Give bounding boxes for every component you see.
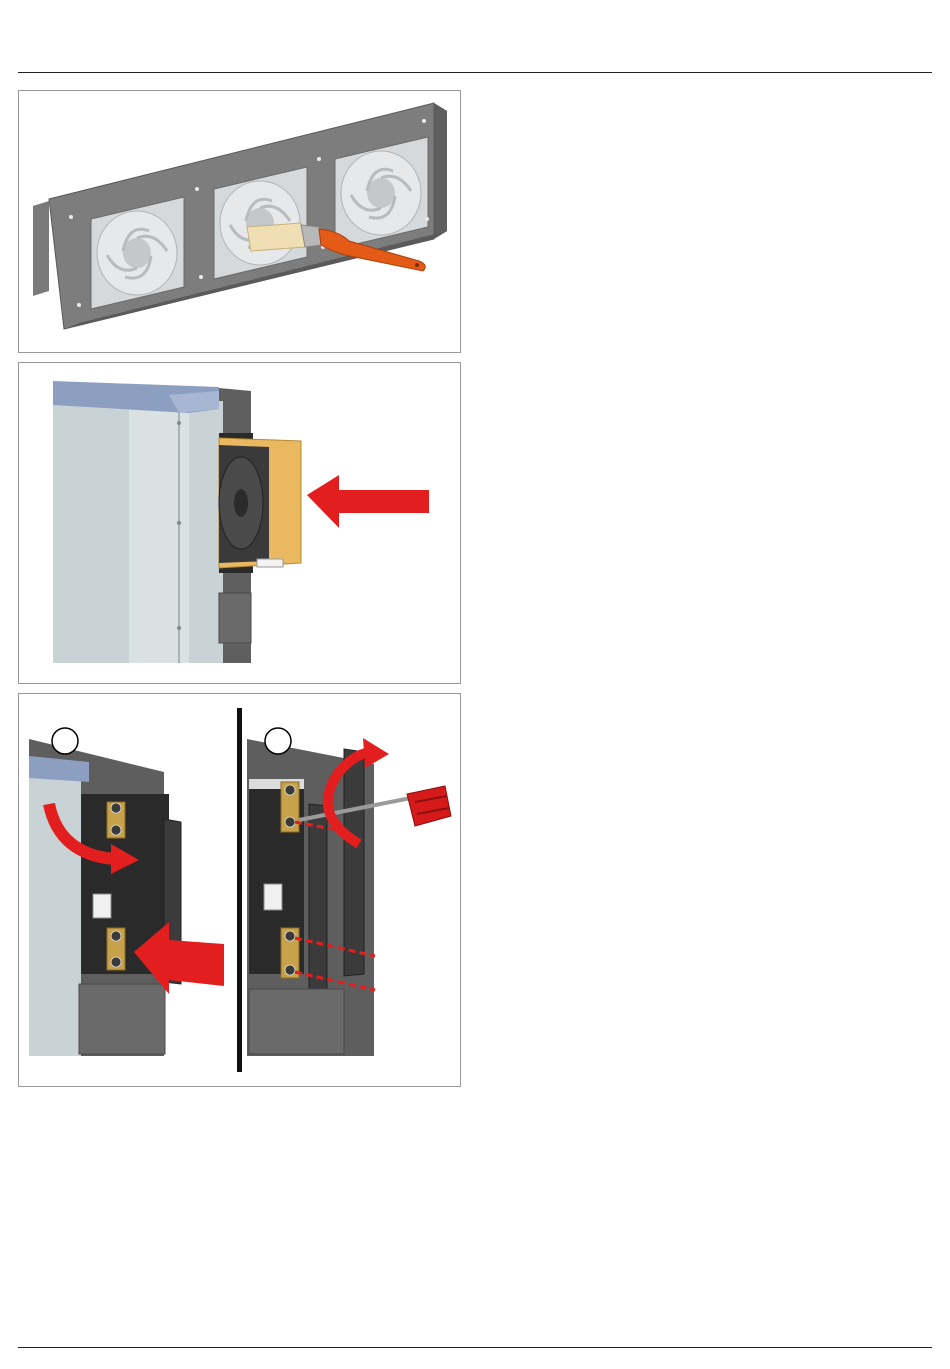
figure-fan-tray-cleaning	[18, 90, 461, 353]
footer-rule	[18, 1347, 932, 1348]
step-2-marker	[265, 728, 291, 754]
figure-fan-module-insertion	[18, 362, 461, 684]
header-rule	[18, 72, 932, 73]
fastening-illustration	[19, 694, 460, 1086]
step-1-panel	[29, 728, 224, 1056]
insert-arrow-icon	[307, 475, 429, 528]
panel-divider	[237, 708, 242, 1072]
fan-insertion-illustration	[19, 363, 460, 683]
fan-module-icon	[219, 438, 301, 568]
fan-tray-illustration	[19, 91, 460, 352]
figure-fan-module-fastening	[18, 693, 461, 1087]
step-1-marker	[52, 728, 78, 754]
step-2-panel	[247, 728, 451, 1056]
